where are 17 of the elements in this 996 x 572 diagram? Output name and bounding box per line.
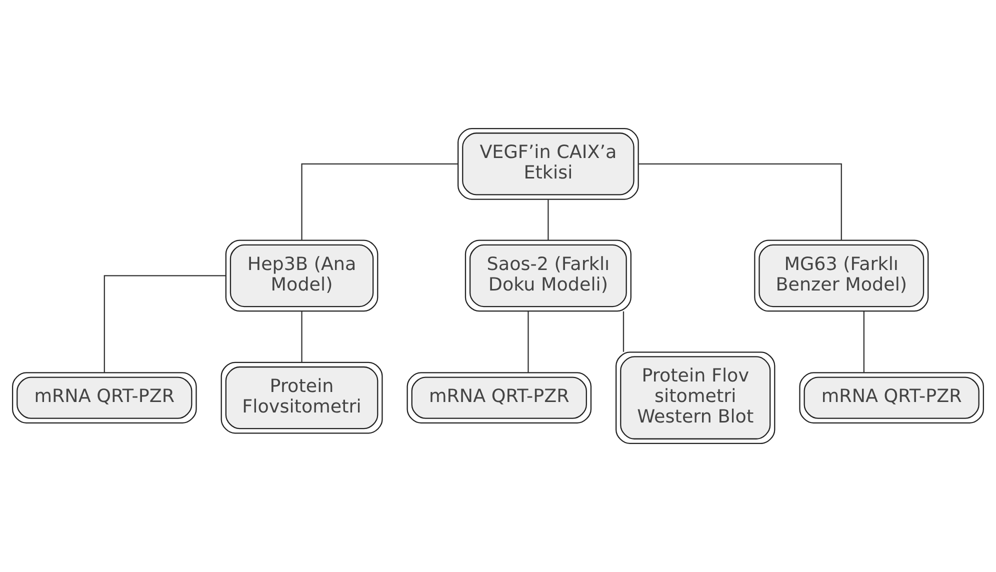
node-box: Hep3B (Ana Model) — [225, 240, 378, 312]
connector — [301, 311, 302, 362]
node-box: mRNA QRT-PZR — [406, 372, 592, 424]
node-box: Protein Flov sitometri Western Blot — [616, 352, 776, 444]
connector — [104, 275, 226, 372]
node-box: MG63 (Farklı Benzer Model) — [754, 240, 929, 312]
connector — [622, 311, 624, 352]
connector — [301, 163, 458, 240]
node-box: mRNA QRT-PZR — [799, 372, 984, 424]
connector — [528, 311, 529, 372]
node-box: VEGF’in CAIX’a Etkisi — [458, 128, 639, 200]
connector — [863, 311, 864, 372]
connector — [638, 163, 842, 240]
connector — [548, 199, 549, 240]
node-box: Saos-2 (Farklı Doku Modeli) — [464, 240, 632, 312]
node-box: Protein Flovsitometri — [220, 362, 383, 434]
node-box: mRNA QRT-PZR — [12, 372, 197, 424]
